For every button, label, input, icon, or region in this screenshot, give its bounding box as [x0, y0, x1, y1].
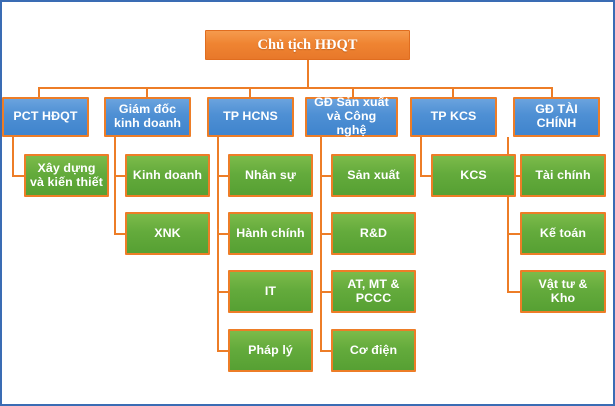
- connector-elbow-branch-2-dept-0: [217, 175, 229, 177]
- org-node-dept-nhan-su[interactable]: Nhân sự: [228, 154, 313, 197]
- connector-spine-branch-0: [12, 137, 14, 176]
- org-node-dept-kinh-doanh[interactable]: Kinh doanh: [125, 154, 210, 197]
- connector-spine-branch-1: [114, 137, 116, 234]
- connector-elbow-branch-3-dept-3: [320, 350, 332, 352]
- org-node-manager-pct-hdqt[interactable]: PCT HĐQT: [2, 97, 89, 137]
- org-node-dept-ke-toan[interactable]: Kế toán: [520, 212, 606, 255]
- connector-top-bus: [38, 87, 552, 89]
- org-node-manager-gd-tai-chinh[interactable]: GĐ TÀI CHÍNH: [513, 97, 600, 137]
- org-node-dept-kcs[interactable]: KCS: [431, 154, 516, 197]
- org-node-dept-it[interactable]: IT: [228, 270, 313, 313]
- connector-spine-branch-2: [217, 137, 219, 351]
- connector-elbow-branch-3-dept-2: [320, 291, 332, 293]
- connector-drop-branch-2: [249, 87, 251, 97]
- connector-elbow-branch-1-dept-0: [114, 175, 126, 177]
- connector-drop-branch-1: [146, 87, 148, 97]
- connector-elbow-branch-5-dept-2: [507, 291, 520, 293]
- connector-spine-branch-5: [507, 137, 509, 293]
- org-node-manager-gd-san-xuat-va-cong-nghe[interactable]: GĐ Sản xuất và Công nghệ: [305, 95, 398, 137]
- connector-elbow-branch-2-dept-2: [217, 291, 229, 293]
- connector-spine-branch-4: [420, 137, 422, 176]
- org-node-dept-vat-tu-kho[interactable]: Vật tư & Kho: [520, 270, 606, 313]
- org-node-manager-giam-doc-kinh-doanh[interactable]: Giám đốc kinh doanh: [104, 97, 191, 137]
- connector-elbow-branch-5-dept-1: [507, 233, 520, 235]
- connector-drop-branch-5: [551, 87, 553, 97]
- connector-spine-branch-3: [320, 137, 322, 351]
- org-node-dept-tai-chinh[interactable]: Tài chính: [520, 154, 606, 197]
- connector-drop-branch-4: [452, 87, 454, 97]
- org-node-manager-tp-kcs[interactable]: TP KCS: [410, 97, 497, 137]
- org-node-dept-xay-dung-va-kien-thiet[interactable]: Xây dựng và kiến thiết: [24, 154, 109, 197]
- org-node-dept-co-dien[interactable]: Cơ điện: [331, 329, 416, 372]
- org-node-dept-at-mt-pccc[interactable]: AT, MT & PCCC: [331, 270, 416, 313]
- connector-drop-branch-0: [38, 87, 40, 97]
- connector-root-stem: [307, 60, 309, 87]
- org-node-dept-hanh-chinh[interactable]: Hành chính: [228, 212, 313, 255]
- connector-elbow-branch-3-dept-0: [320, 175, 332, 177]
- org-node-manager-tp-hcns[interactable]: TP HCNS: [207, 97, 294, 137]
- org-node-dept-xnk[interactable]: XNK: [125, 212, 210, 255]
- connector-elbow-branch-2-dept-3: [217, 350, 229, 352]
- org-node-root[interactable]: Chủ tịch HĐQT: [205, 30, 410, 60]
- org-node-dept-rd[interactable]: R&D: [331, 212, 416, 255]
- connector-elbow-branch-3-dept-1: [320, 233, 332, 235]
- org-node-dept-san-xuat[interactable]: Sản xuất: [331, 154, 416, 197]
- connector-elbow-branch-1-dept-1: [114, 233, 126, 235]
- connector-elbow-branch-0-dept-0: [12, 175, 25, 177]
- connector-drop-branch-3: [352, 87, 354, 97]
- org-node-dept-phap-ly[interactable]: Pháp lý: [228, 329, 313, 372]
- connector-elbow-branch-4-dept-0: [420, 175, 432, 177]
- connector-elbow-branch-2-dept-1: [217, 233, 229, 235]
